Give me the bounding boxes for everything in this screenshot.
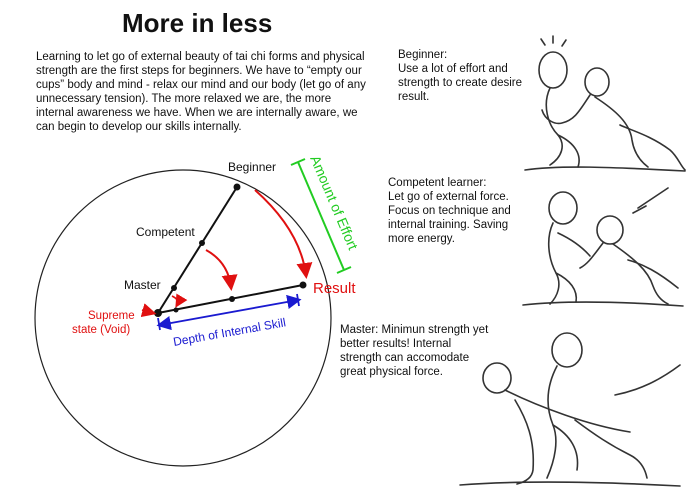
supreme-label-line1: Supreme: [88, 310, 135, 322]
supreme-dot: [154, 309, 162, 317]
beginner-sketch-illustration: [524, 35, 686, 172]
supreme-pointer: [140, 303, 157, 318]
beginner-label: Beginner: [228, 160, 276, 174]
master-dot: [171, 285, 177, 291]
competent-description-text: Competent learner: Let go of external fo…: [388, 177, 511, 245]
supreme-label-line2: state (Void): [72, 324, 130, 336]
beginner-effort-arc: [254, 189, 313, 279]
master-description-text: Master: Minimun strength yet better resu…: [340, 324, 489, 378]
competent-description: Competent learner: Let go of external fo…: [388, 176, 518, 246]
effort-bracket: [290, 158, 352, 274]
page-title: More in less: [122, 8, 273, 38]
result-dot-master: [173, 307, 179, 313]
competent-dot: [199, 240, 205, 246]
result-dot-beginner: [299, 281, 307, 289]
competent-label: Competent: [136, 225, 195, 239]
master-description: Master: Minimun strength yet better resu…: [340, 323, 490, 379]
beginner-description-text: Beginner: Use a lot of effort and streng…: [398, 49, 523, 103]
beginner-dot: [233, 183, 241, 191]
master-label: Master: [124, 278, 161, 292]
result-label: Result: [313, 280, 356, 297]
depth-bracket: [156, 293, 302, 331]
competent-sketch-illustration: [522, 187, 684, 307]
master-effort-arc: [171, 293, 188, 308]
competent-effort-arc: [205, 249, 238, 291]
master-sketch-illustration: [459, 332, 681, 487]
outer-circle: [34, 169, 332, 467]
master-beginner-line: [157, 186, 238, 314]
beginner-description: Beginner: Use a lot of effort and streng…: [398, 48, 523, 104]
result-dot-competent: [229, 296, 235, 302]
intro-paragraph: Learning to let go of external beauty of…: [36, 51, 366, 133]
